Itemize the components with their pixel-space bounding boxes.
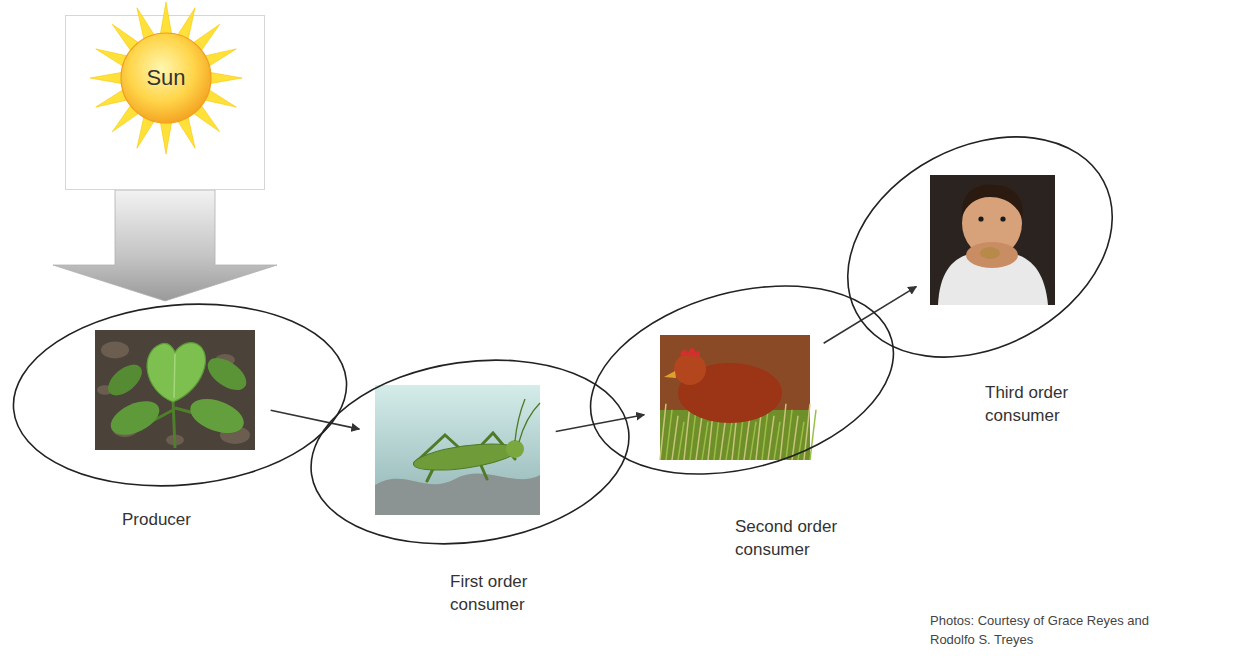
baby-eye xyxy=(1000,216,1005,221)
grass-blade xyxy=(810,410,816,460)
grass-blade xyxy=(786,410,792,460)
grass-blade xyxy=(750,422,756,460)
soil-ground xyxy=(95,330,255,450)
ellipse-outline xyxy=(835,122,1125,372)
baby-hair xyxy=(962,185,1023,219)
sun-picture xyxy=(66,16,266,191)
plant-leaf xyxy=(147,343,205,402)
grass-blade xyxy=(702,422,708,460)
plant-leaf xyxy=(103,359,148,402)
grass-blade xyxy=(684,404,690,460)
leaf-vein xyxy=(174,354,175,398)
ellipse-outline xyxy=(570,255,915,505)
ellipse-outline xyxy=(305,355,635,550)
grass-blade xyxy=(798,422,804,460)
grass-blade xyxy=(744,416,750,460)
ellipse-outline xyxy=(10,295,350,495)
grass-blade xyxy=(762,410,768,460)
sun-ray xyxy=(160,2,171,34)
sun-disc xyxy=(121,33,211,123)
ellipse-outline xyxy=(6,291,354,499)
photo xyxy=(95,330,255,450)
node-name: Sun xyxy=(146,63,185,93)
rock xyxy=(375,474,540,515)
grass-blade xyxy=(726,422,732,460)
level-label: Second order consumer xyxy=(735,516,885,562)
sun-ray xyxy=(210,72,242,83)
consumer-ellipse: Second order consumer xyxy=(585,280,900,480)
feeding-arrow xyxy=(271,410,360,429)
feeding-arrow xyxy=(824,287,917,344)
grass-blade xyxy=(690,410,696,460)
hen-beak xyxy=(664,371,676,378)
photo xyxy=(660,335,816,460)
plant-leaf xyxy=(186,392,249,439)
photo xyxy=(375,385,540,515)
food xyxy=(980,247,1000,259)
ellipse-outline xyxy=(809,93,1150,401)
grass-blade xyxy=(660,404,666,460)
ellipse-outline xyxy=(585,280,900,480)
sky-ground xyxy=(375,385,540,515)
sun-ray xyxy=(160,122,171,154)
insect-head xyxy=(506,440,524,458)
energy-arrow xyxy=(53,190,277,301)
consumer-ellipse: Third order consumer xyxy=(835,122,1125,372)
grass-blade xyxy=(672,416,678,460)
producer-ellipse: Producer xyxy=(10,295,350,495)
grass-blade xyxy=(768,416,774,460)
grass-blade xyxy=(678,422,684,460)
plant-leaf xyxy=(106,394,165,441)
consumer-ellipse: First order consumer xyxy=(305,355,635,550)
baby-hands xyxy=(966,242,1018,268)
hen-comb xyxy=(680,348,700,357)
grass-blade xyxy=(774,422,780,460)
plant-leaf xyxy=(202,352,252,397)
hen-head xyxy=(674,353,706,385)
level-label: Third order consumer xyxy=(985,382,1115,428)
level-label: First order consumer xyxy=(450,571,590,617)
grass-blade xyxy=(780,404,786,460)
photo xyxy=(930,175,1055,305)
level-label: Producer xyxy=(122,509,262,532)
grass-blade xyxy=(696,416,702,460)
room-ground xyxy=(930,175,1055,305)
grass-blade xyxy=(666,410,672,460)
insect-antenna xyxy=(515,399,540,442)
baby-eye xyxy=(978,216,983,221)
insect-body xyxy=(412,439,518,475)
soil-clod xyxy=(101,342,129,359)
sun-ray xyxy=(90,72,122,83)
sun-box: Sun xyxy=(65,15,265,190)
ellipse-outline xyxy=(299,341,641,564)
photo-credit: Photos: Courtesy of Grace Reyes and Rodo… xyxy=(930,612,1155,650)
barn-ground xyxy=(660,335,810,460)
feeding-arrow xyxy=(556,415,645,432)
